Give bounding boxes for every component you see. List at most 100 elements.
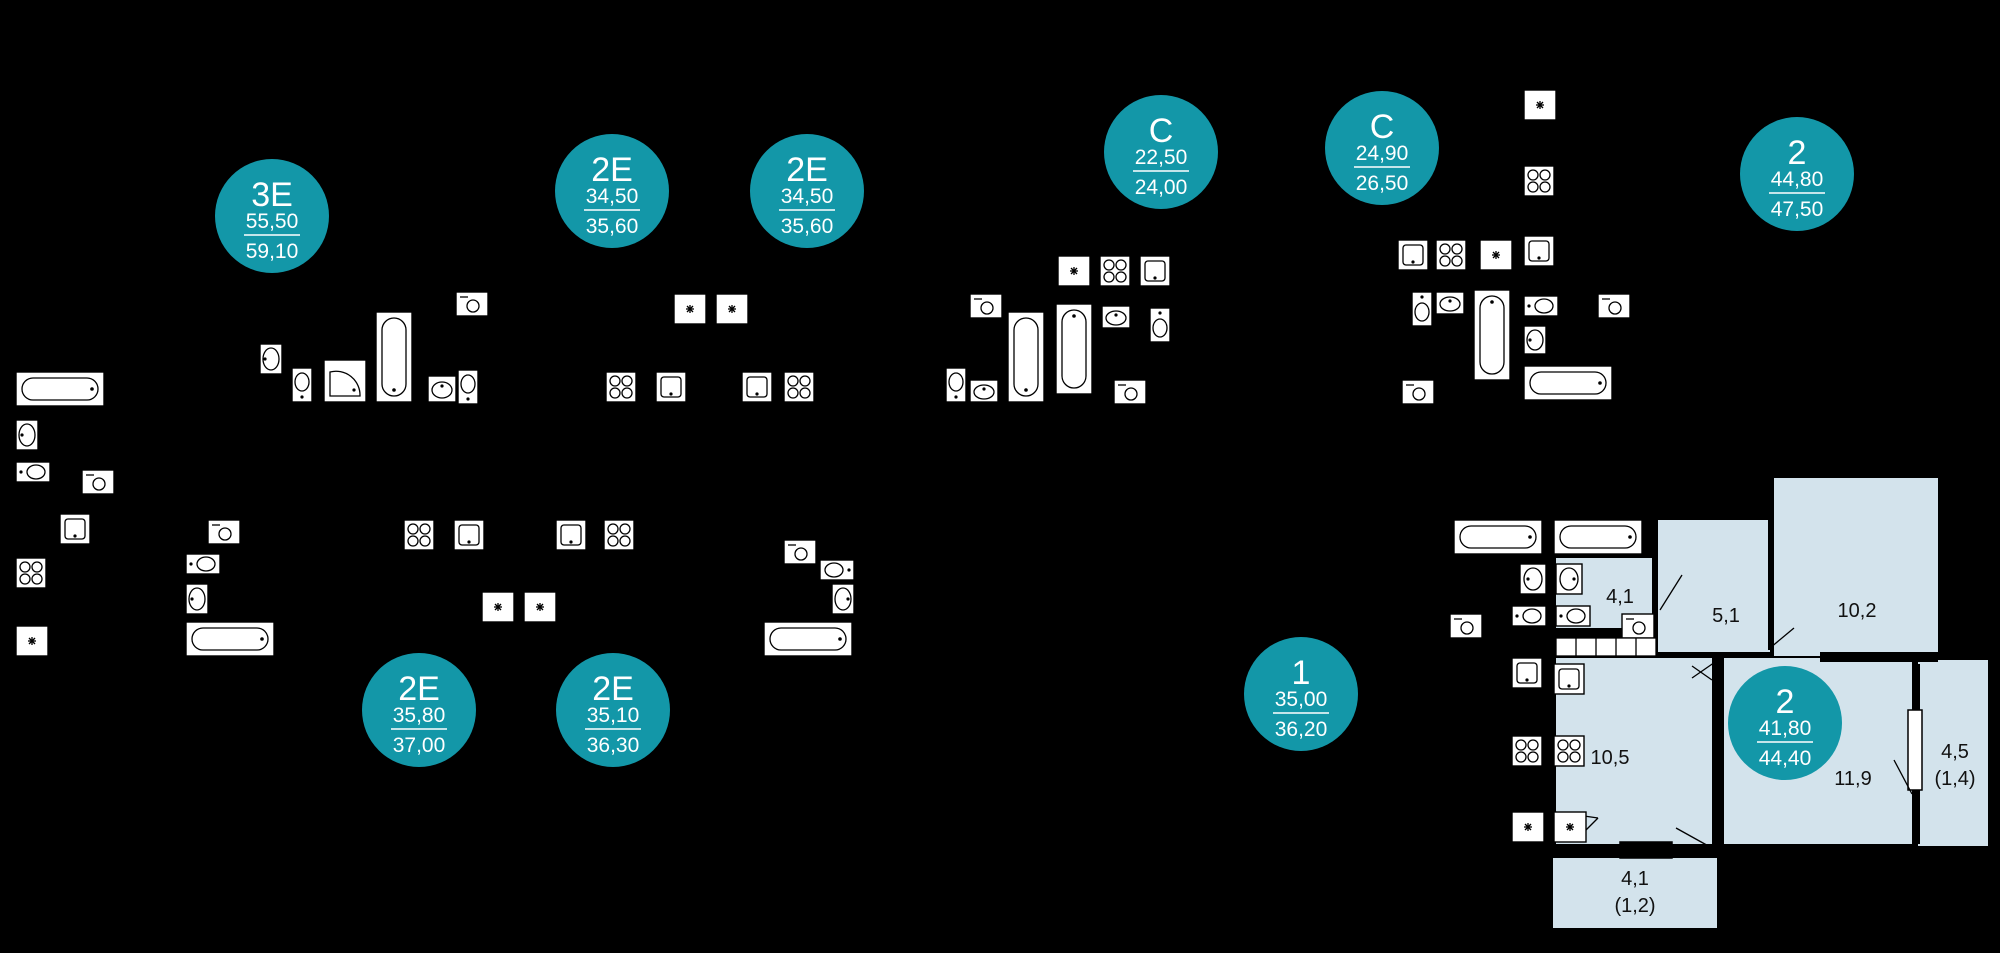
stove-icon xyxy=(1553,735,1585,767)
washbasin-icon xyxy=(831,583,855,615)
stove-icon xyxy=(1435,239,1467,271)
unit-total-area: 44,40 xyxy=(1759,747,1812,770)
washbasin-icon xyxy=(1519,563,1547,595)
unit-badges: 3E 55,50 59,10 2E 34,50 35,60 2E 34,50 3… xyxy=(215,91,1854,780)
unit-badge[interactable]: 2E 34,50 35,60 xyxy=(555,134,669,248)
unit-living-area: 55,50 xyxy=(246,210,299,233)
unit-badge[interactable]: 1 35,00 36,20 xyxy=(1244,637,1358,751)
washer-icon xyxy=(1621,613,1655,639)
unit-total-area: 36,20 xyxy=(1275,718,1328,741)
unit-living-area: 24,90 xyxy=(1356,142,1409,165)
unit-living-area: 34,50 xyxy=(781,185,834,208)
washer-icon xyxy=(783,539,817,565)
fridge-icon xyxy=(673,293,707,325)
bathtub-icon xyxy=(1473,289,1511,381)
unit-total-area: 36,30 xyxy=(587,734,640,757)
fridge-icon xyxy=(1511,811,1545,843)
room-area-note: (1,4) xyxy=(1934,768,1975,790)
unit-badge[interactable]: 2 44,80 47,50 xyxy=(1740,117,1854,231)
washbasin-icon xyxy=(427,375,457,403)
bathtub-icon xyxy=(185,621,275,657)
stove-icon xyxy=(605,371,637,403)
sink-icon xyxy=(453,519,485,551)
unit-badge[interactable]: 2E 35,10 36,30 xyxy=(556,653,670,767)
washbasin-icon xyxy=(1101,305,1131,329)
unit-total-area: 37,00 xyxy=(393,734,446,757)
stove-icon xyxy=(603,519,635,551)
bathtub-icon xyxy=(1523,365,1613,401)
washer-icon xyxy=(1449,613,1483,639)
stove-icon xyxy=(783,371,815,403)
toilet-icon xyxy=(945,367,967,403)
unit-total-area: 35,60 xyxy=(586,215,639,238)
stove-icon xyxy=(403,519,435,551)
unit-living-area: 35,00 xyxy=(1275,688,1328,711)
unit-type: 2 xyxy=(1776,683,1795,721)
sink-icon xyxy=(1397,239,1429,271)
fridge-icon xyxy=(523,591,557,623)
stove-icon xyxy=(15,557,47,589)
fridge-icon xyxy=(15,625,49,657)
shower-tray-icon xyxy=(323,359,367,403)
unit-type: 3E xyxy=(251,176,293,214)
bathroom-counter xyxy=(1555,637,1657,657)
fridge-icon xyxy=(1523,89,1557,121)
room-balcony-right xyxy=(1918,660,1988,846)
fridge-icon xyxy=(1479,239,1513,271)
washer-icon xyxy=(207,519,241,545)
room-corridor xyxy=(1658,520,1770,652)
unit-badge[interactable]: 2E 34,50 35,60 xyxy=(750,134,864,248)
sink-icon xyxy=(1553,663,1585,695)
toilet-icon xyxy=(1555,605,1591,627)
unit-type: C xyxy=(1149,112,1174,150)
toilet-icon xyxy=(1411,291,1433,327)
unit-badge[interactable]: 3E 55,50 59,10 xyxy=(215,159,329,273)
toilet-icon xyxy=(1523,295,1559,317)
unit-badge[interactable]: 2 41,80 44,40 xyxy=(1728,666,1842,780)
sink-icon xyxy=(1511,657,1543,689)
toilet-icon xyxy=(1511,605,1547,627)
bathtub-icon xyxy=(375,311,413,403)
sink-icon xyxy=(655,371,687,403)
sink-icon xyxy=(59,513,91,545)
bathtub-icon xyxy=(763,621,853,657)
room-area-note: (1,2) xyxy=(1614,895,1655,917)
washer-icon xyxy=(455,291,489,317)
unit-badge[interactable]: C 24,90 26,50 xyxy=(1325,91,1439,205)
unit-type: 2E xyxy=(786,151,828,189)
sink-icon xyxy=(555,519,587,551)
bathtub-icon xyxy=(1007,311,1045,403)
washbasin-icon xyxy=(185,583,209,615)
room-area-label: 5,1 xyxy=(1712,605,1740,627)
room-bedroom xyxy=(1774,478,1938,656)
unit-living-area: 35,80 xyxy=(393,704,446,727)
room-area-label: 11,9 xyxy=(1834,768,1871,790)
room-area-label: 4,5 xyxy=(1941,741,1969,763)
unit-type: 2E xyxy=(398,670,440,708)
sink-icon xyxy=(1523,235,1555,267)
toilet-icon xyxy=(1149,307,1171,343)
washer-icon xyxy=(969,293,1003,319)
washer-icon xyxy=(81,469,115,495)
sink-icon xyxy=(741,371,773,403)
room-area-label: 10,2 xyxy=(1838,600,1877,622)
washbasin-icon xyxy=(1435,291,1465,315)
bathtub-icon xyxy=(1453,519,1543,555)
unit-living-area: 34,50 xyxy=(586,185,639,208)
room-labels: 10,2 5,1 4,1 10,5 11,9 4,5 (1,4) 4,1 (1,… xyxy=(1591,586,1976,917)
room-area-label: 4,1 xyxy=(1621,868,1649,890)
unit-total-area: 59,10 xyxy=(246,240,299,263)
washer-icon xyxy=(1401,379,1435,405)
unit-total-area: 26,50 xyxy=(1356,172,1409,195)
washer-icon xyxy=(1597,293,1631,319)
room-area-label: 4,1 xyxy=(1606,586,1634,608)
unit-badge[interactable]: C 22,50 24,00 xyxy=(1104,95,1218,209)
washer-icon xyxy=(1113,379,1147,405)
bathtub-icon xyxy=(1553,519,1643,555)
unit-living-area: 35,10 xyxy=(587,704,640,727)
bathtub-icon xyxy=(1055,303,1093,395)
unit-living-area: 44,80 xyxy=(1771,168,1824,191)
unit-badge[interactable]: 2E 35,80 37,00 xyxy=(362,653,476,767)
stove-icon xyxy=(1099,255,1131,287)
